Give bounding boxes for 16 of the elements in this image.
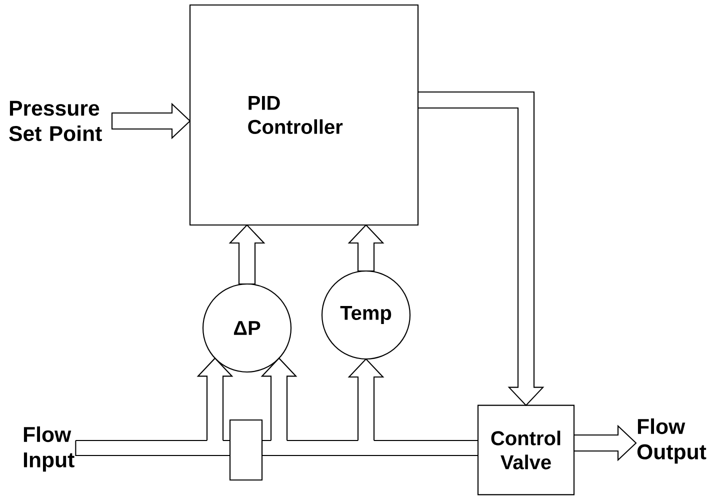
hollow-arrow — [260, 357, 298, 442]
controller-box: PID Controller — [189, 4, 419, 226]
input-label: Pressure Set Point — [9, 100, 102, 142]
hollow-arrow — [417, 91, 544, 406]
hollow-arrow — [228, 224, 266, 285]
pipe — [75, 440, 231, 456]
hollow-arrow — [348, 224, 384, 272]
valve-box: Control Valve — [477, 404, 575, 496]
orifice-plate — [229, 419, 263, 481]
hollow-arrow — [348, 358, 384, 442]
hollow-arrow — [111, 102, 191, 140]
hollow-arrow — [196, 357, 234, 442]
hollow-arrow — [573, 424, 637, 462]
output-label: Flow Output — [637, 418, 706, 464]
pipe — [261, 440, 479, 456]
input-label: Flow Input — [24, 426, 74, 472]
